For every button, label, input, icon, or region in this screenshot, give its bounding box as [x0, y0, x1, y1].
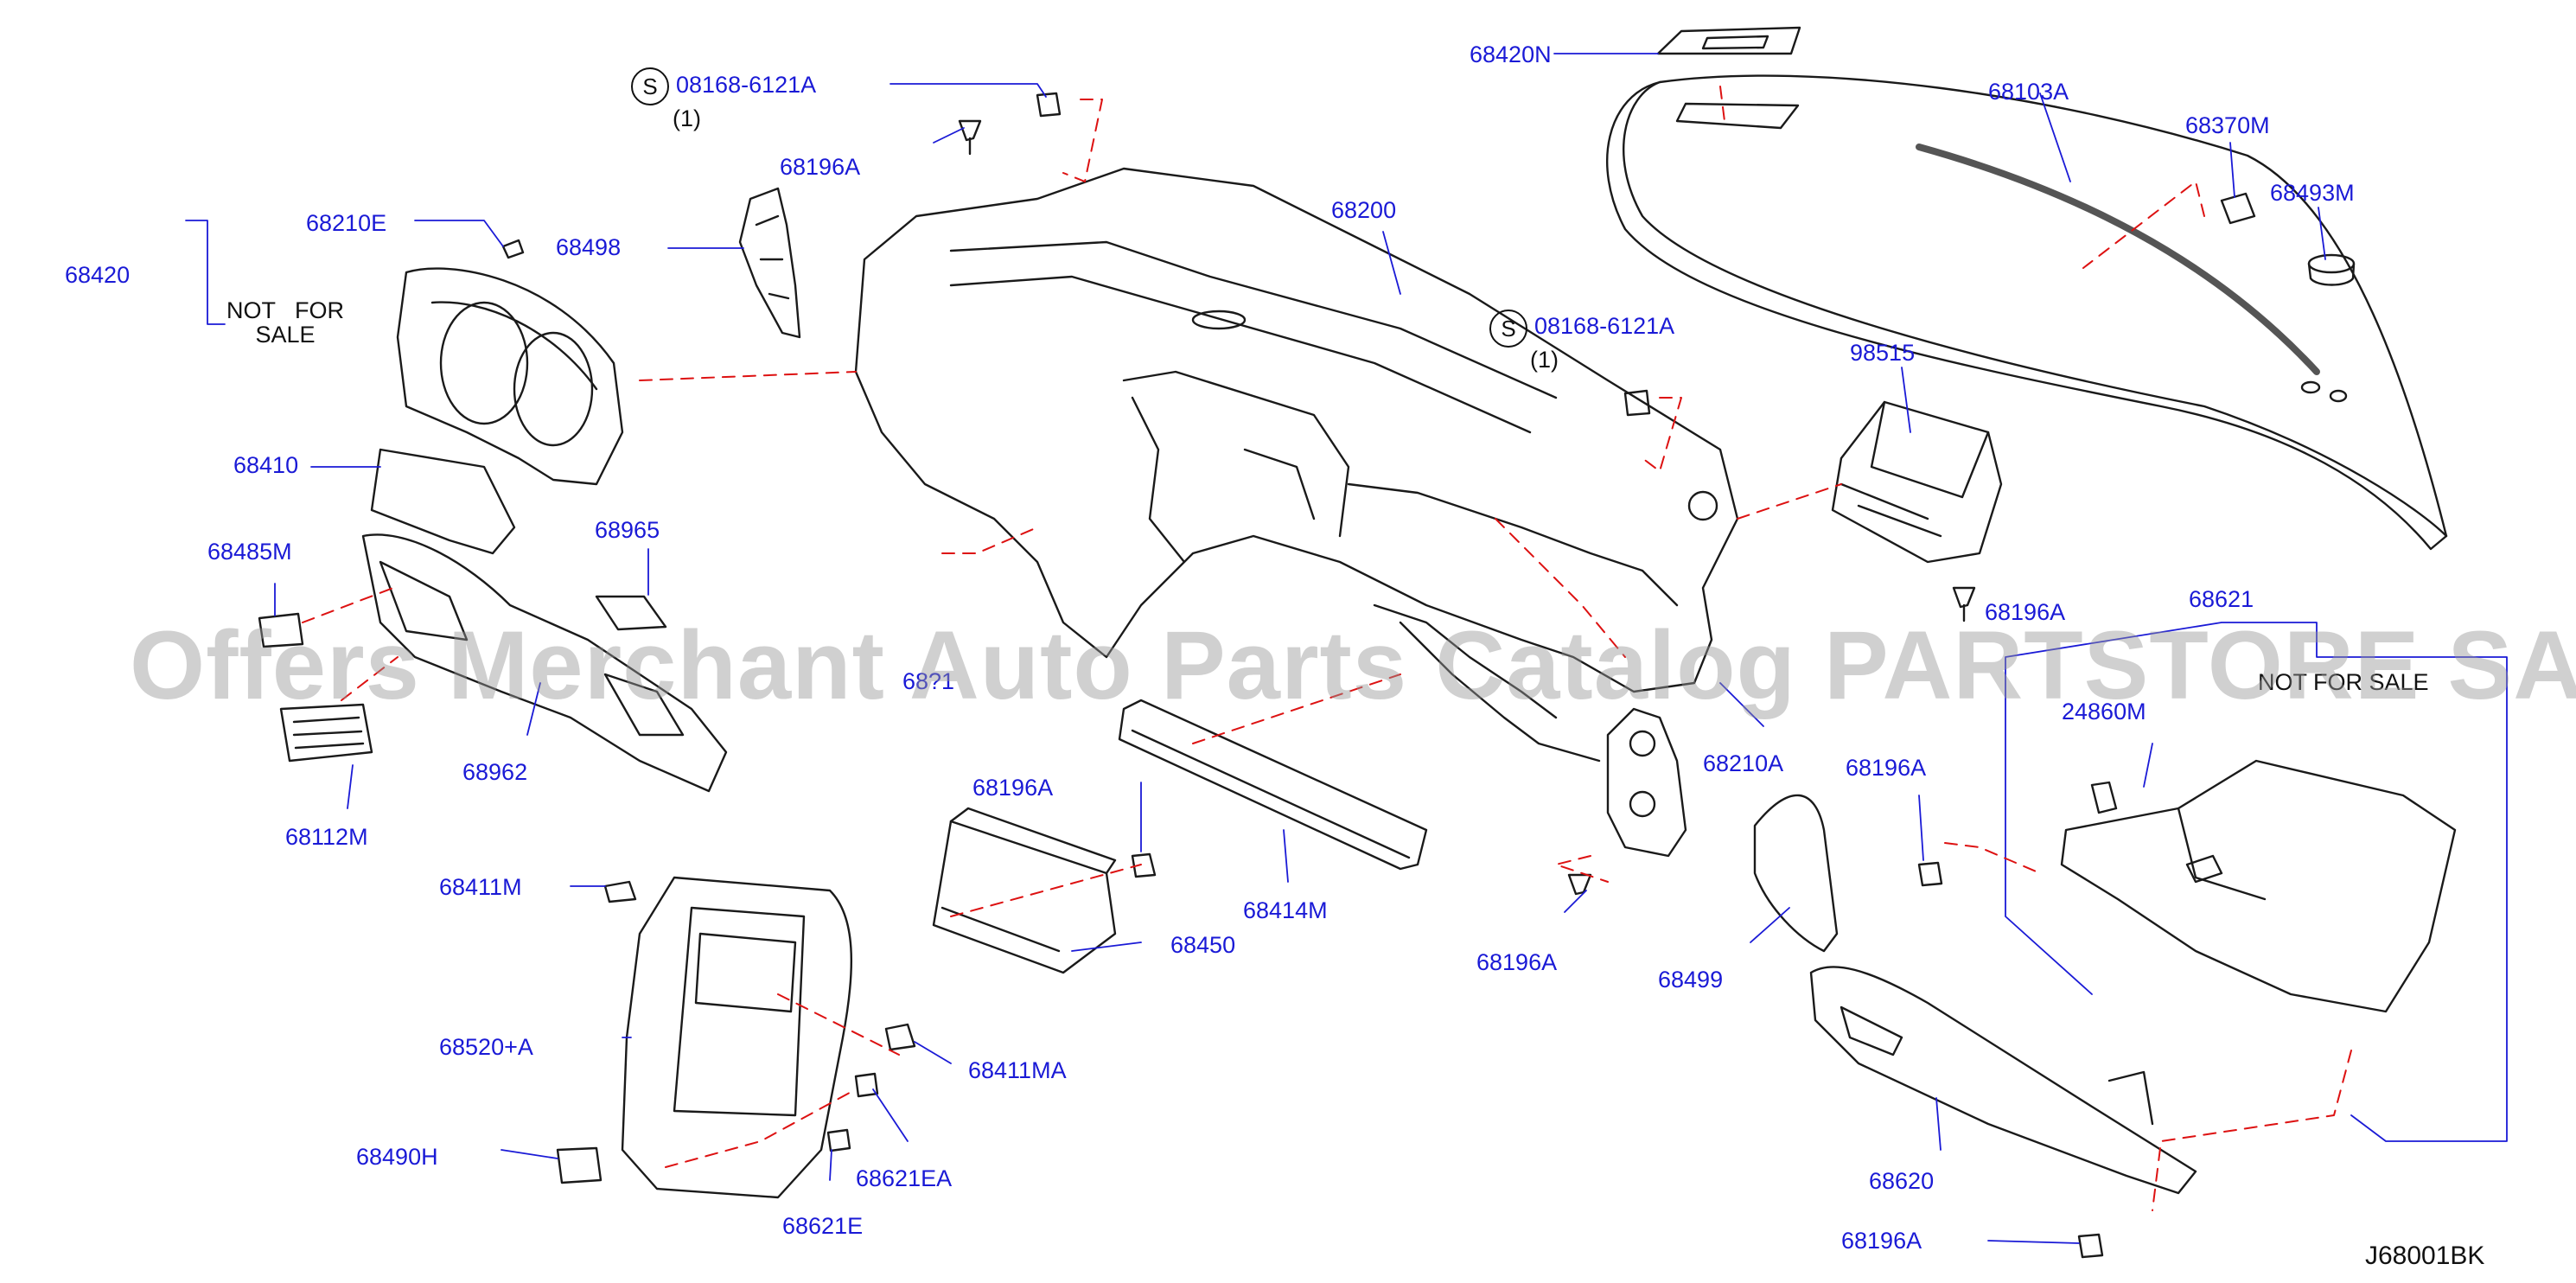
airbag-module-98515: [1831, 400, 2003, 564]
label-08168-6121A-top[interactable]: 08168-6121A: [676, 72, 817, 98]
label-68420N[interactable]: 68420N: [1470, 41, 1552, 67]
label-68621EA[interactable]: 68621EA: [856, 1165, 953, 1191]
glove-box-68621: [2060, 759, 2457, 1013]
label-68411M[interactable]: 68411M: [439, 874, 522, 900]
label-68499[interactable]: 68499: [1658, 967, 1724, 993]
label-68621E[interactable]: 68621E: [782, 1213, 864, 1239]
label-68411MA[interactable]: 68411MA: [968, 1057, 1067, 1083]
bolt-symbol-top: S: [631, 67, 669, 105]
label-24860M[interactable]: 24860M: [2062, 699, 2146, 724]
label-68490H[interactable]: 68490H: [356, 1144, 438, 1170]
label-68112M[interactable]: 68112M: [285, 824, 368, 850]
label-68103A[interactable]: 68103A: [1988, 79, 2069, 105]
diagram-code: J68001BK: [2365, 1242, 2485, 1270]
label-68196A-low[interactable]: 68196A: [1476, 949, 1558, 975]
vent-68112M: [279, 703, 373, 763]
label-68962[interactable]: 68962: [462, 759, 528, 785]
qty-08168-6121A-mid: (1): [1530, 347, 1559, 373]
top-pad-68103A: [1606, 74, 2448, 551]
tag-68370M: [2220, 192, 2256, 225]
strip-68414M: [1118, 699, 1428, 871]
label-68450[interactable]: 68450: [1170, 932, 1236, 958]
label-68965[interactable]: 68965: [595, 517, 660, 543]
label-68620[interactable]: 68620: [1869, 1168, 1935, 1194]
not-for-sale-note-meter: NOT FOR SALE: [226, 297, 345, 348]
label-68621[interactable]: 68621: [2189, 586, 2254, 612]
assembly-dash-lines: [302, 86, 2352, 1211]
label-98515[interactable]: 98515: [1850, 340, 1916, 366]
clip-68411M: [603, 880, 637, 903]
center-cluster-68520A: [621, 876, 853, 1199]
clip-68411MA: [884, 1023, 916, 1051]
label-68196A-box[interactable]: 68196A: [972, 775, 1054, 801]
label-68498[interactable]: 68498: [556, 234, 622, 260]
watermark-text: Offers Merchant Auto Parts Catalog PARTS…: [130, 611, 2576, 719]
finisher-68420N: [1656, 26, 1801, 55]
lid-68410: [370, 448, 516, 555]
clip-68621E: [826, 1128, 851, 1152]
vent-68485M: [258, 612, 304, 648]
label-68196A-airbag[interactable]: 68196A: [1985, 599, 2066, 625]
label-68410[interactable]: 68410: [233, 452, 299, 478]
label-partial-hidden[interactable]: 68?1: [902, 668, 955, 694]
not-for-sale-note-glovebox: NOT FOR SALE: [2258, 669, 2429, 695]
bracket-68498: [738, 187, 801, 339]
bolt-symbol-mid: S: [1489, 310, 1527, 348]
trim-68499: [1753, 794, 1839, 953]
meter-hood-68420: [396, 239, 624, 486]
leader-lines: [185, 53, 2508, 1244]
label-68196A-right[interactable]: 68196A: [1846, 755, 1927, 781]
clip-68621EA: [854, 1072, 879, 1098]
qty-08168-6121A-top: (1): [673, 105, 701, 131]
clip-68493M: [2307, 253, 2356, 286]
label-68210E[interactable]: 68210E: [306, 210, 387, 236]
box-68450: [932, 807, 1117, 974]
label-68420[interactable]: 68420: [65, 262, 131, 288]
glove-box-lid-68620: [1809, 966, 2197, 1195]
lower-cover-68962: [361, 533, 728, 793]
label-08168-6121A-mid[interactable]: 08168-6121A: [1534, 313, 1675, 339]
label-68196A-bottom[interactable]: 68196A: [1841, 1228, 1922, 1254]
label-68210A[interactable]: 68210A: [1703, 750, 1784, 776]
instrument-panel-68200: [854, 167, 1739, 858]
fastener-bolts: [958, 92, 2118, 1259]
label-68200[interactable]: 68200: [1331, 197, 1397, 223]
label-68493M[interactable]: 68493M: [2270, 180, 2355, 206]
label-68414M[interactable]: 68414M: [1243, 897, 1328, 923]
label-68485M[interactable]: 68485M: [207, 539, 292, 565]
label-68370M[interactable]: 68370M: [2185, 112, 2270, 138]
switch-68490H: [556, 1146, 603, 1184]
label-68196A-top[interactable]: 68196A: [780, 154, 861, 180]
label-68520A[interactable]: 68520+A: [439, 1034, 533, 1060]
switch-68965: [595, 595, 667, 631]
